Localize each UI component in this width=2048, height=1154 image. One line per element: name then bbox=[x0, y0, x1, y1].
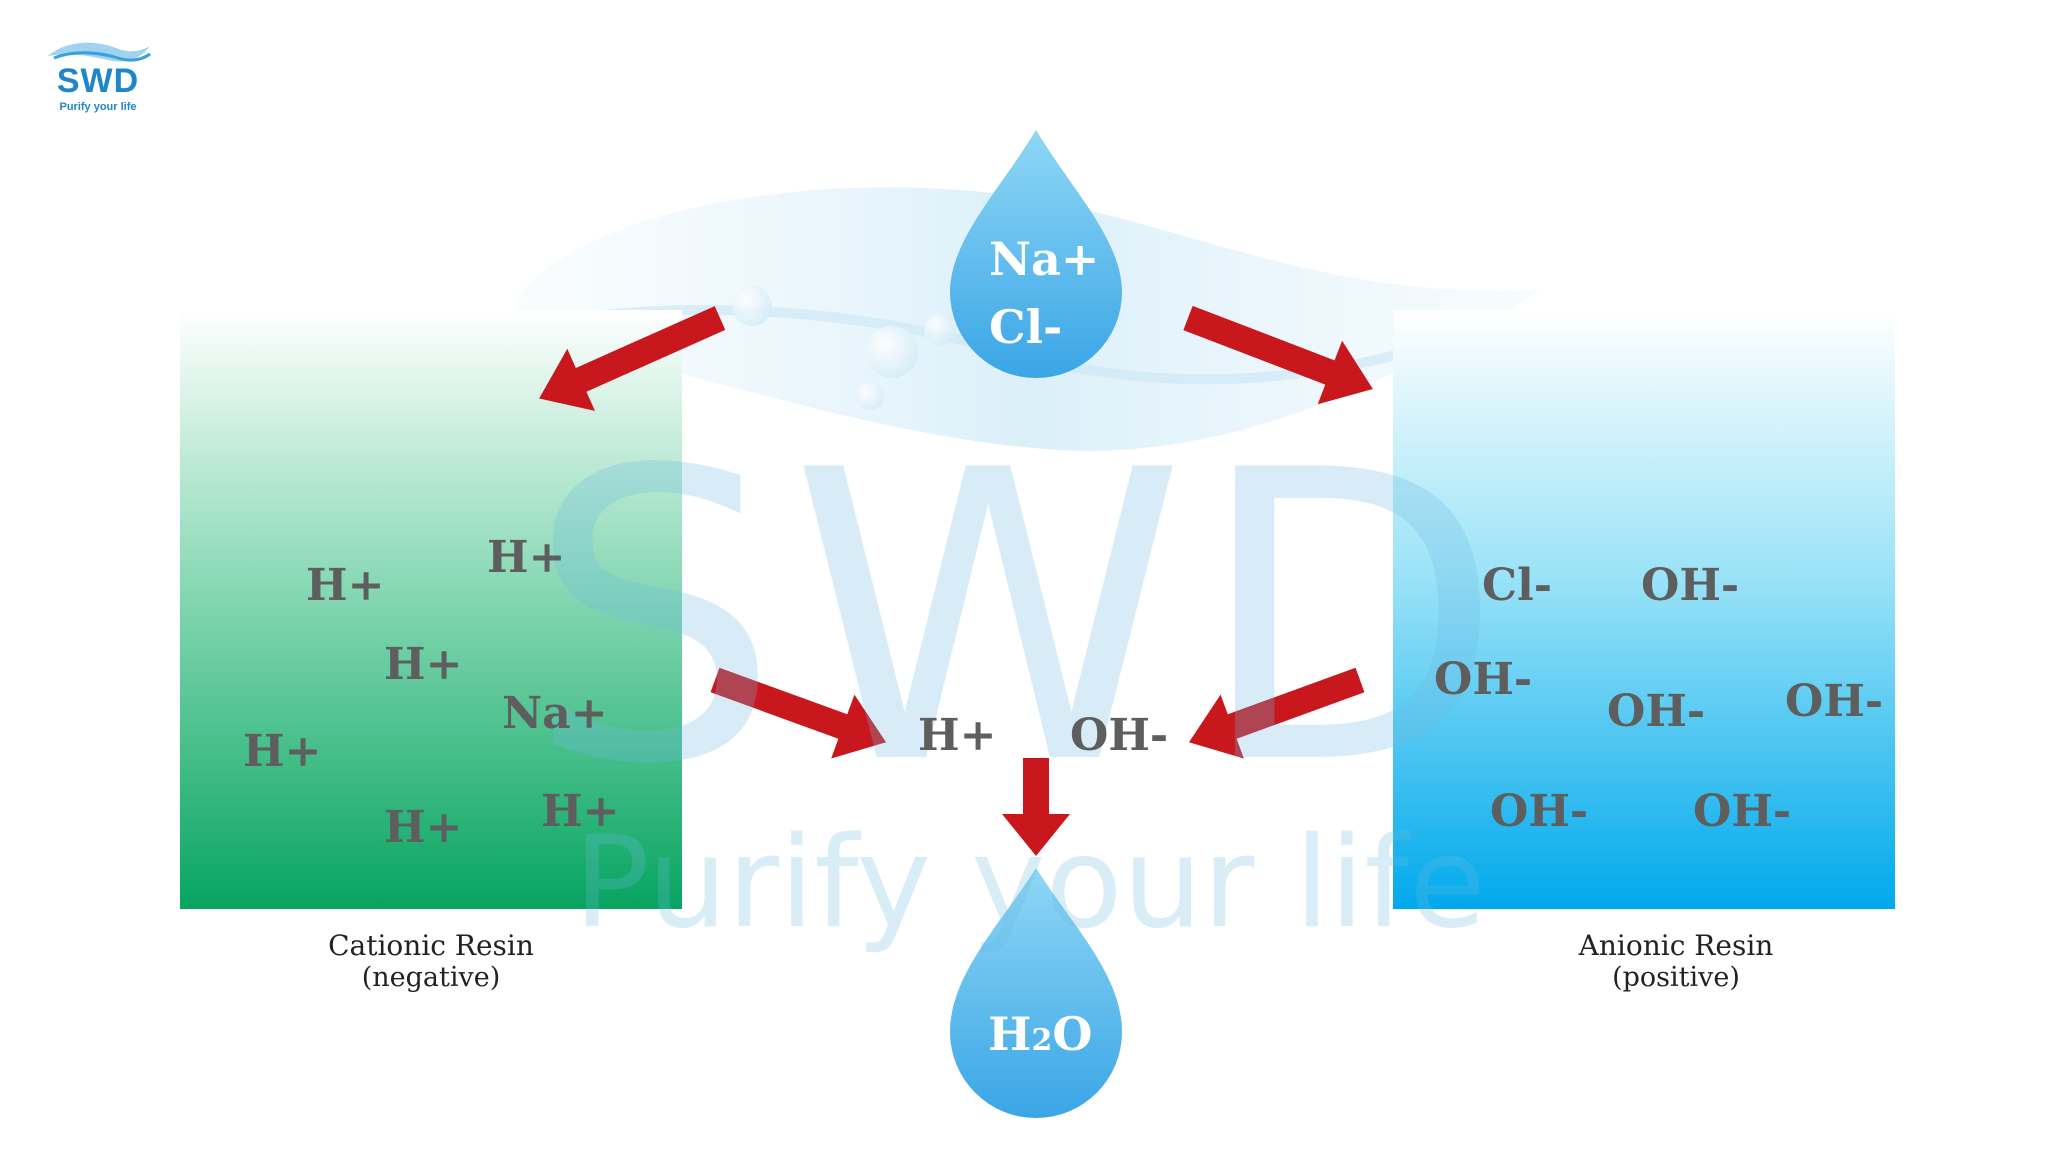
cationic-ion: H+ bbox=[306, 560, 385, 611]
cationic-resin-box bbox=[180, 310, 682, 909]
arrow-down-to-water bbox=[1002, 758, 1070, 856]
cationic-caption-title: Cationic Resin bbox=[328, 929, 534, 962]
water-o: O bbox=[1052, 1007, 1093, 1061]
center-hydroxide-ion: OH- bbox=[1070, 710, 1169, 761]
swd-logo: SWD Purify your life bbox=[48, 34, 158, 124]
center-hydrogen-ion: H+ bbox=[918, 710, 997, 761]
watermark-tagline: Purify your life bbox=[573, 809, 1487, 956]
logo-tagline: Purify your life bbox=[59, 101, 137, 113]
bottom-water-drop bbox=[950, 868, 1122, 1118]
cationic-ion: H+ bbox=[384, 802, 463, 853]
anionic-ion: OH- bbox=[1490, 786, 1589, 837]
anionic-ion: OH- bbox=[1641, 560, 1740, 611]
watermark-swd: SWD bbox=[526, 387, 1514, 852]
anionic-ion: OH- bbox=[1607, 686, 1706, 737]
arrow-to-cationic bbox=[539, 306, 726, 411]
anionic-caption-sub: (positive) bbox=[1612, 962, 1740, 994]
arrow-to-anionic bbox=[1183, 305, 1373, 405]
arrow-anionic-to-center bbox=[1188, 667, 1365, 759]
cationic-caption-sub: (negative) bbox=[361, 962, 501, 994]
anionic-caption: Anionic Resin (positive) bbox=[1526, 929, 1826, 994]
cationic-caption: Cationic Resin (negative) bbox=[281, 929, 581, 994]
logo-name: SWD bbox=[56, 62, 140, 100]
top-water-drop bbox=[950, 130, 1122, 378]
anionic-ion: OH- bbox=[1693, 786, 1792, 837]
anionic-ion: OH- bbox=[1434, 654, 1533, 705]
cationic-ion: H+ bbox=[384, 639, 463, 690]
bottom-drop-water-label: H2O bbox=[988, 1011, 1092, 1057]
anionic-ion: Cl- bbox=[1482, 560, 1552, 611]
arrow-cationic-to-center bbox=[710, 667, 887, 759]
cationic-ion: H+ bbox=[243, 726, 322, 777]
water-h: H bbox=[988, 1007, 1032, 1061]
cationic-ion: H+ bbox=[487, 532, 566, 583]
anionic-caption-title: Anionic Resin bbox=[1578, 929, 1774, 962]
logo-wave-icon bbox=[48, 42, 151, 62]
water-subscript: 2 bbox=[1031, 1023, 1053, 1058]
cationic-ion: Na+ bbox=[502, 688, 608, 739]
anionic-ion: OH- bbox=[1785, 676, 1884, 727]
top-drop-sodium: Na+ bbox=[989, 232, 1100, 286]
anionic-resin-box bbox=[1393, 310, 1895, 909]
cationic-ion: H+ bbox=[541, 786, 620, 837]
top-drop-chloride: Cl- bbox=[989, 300, 1063, 354]
